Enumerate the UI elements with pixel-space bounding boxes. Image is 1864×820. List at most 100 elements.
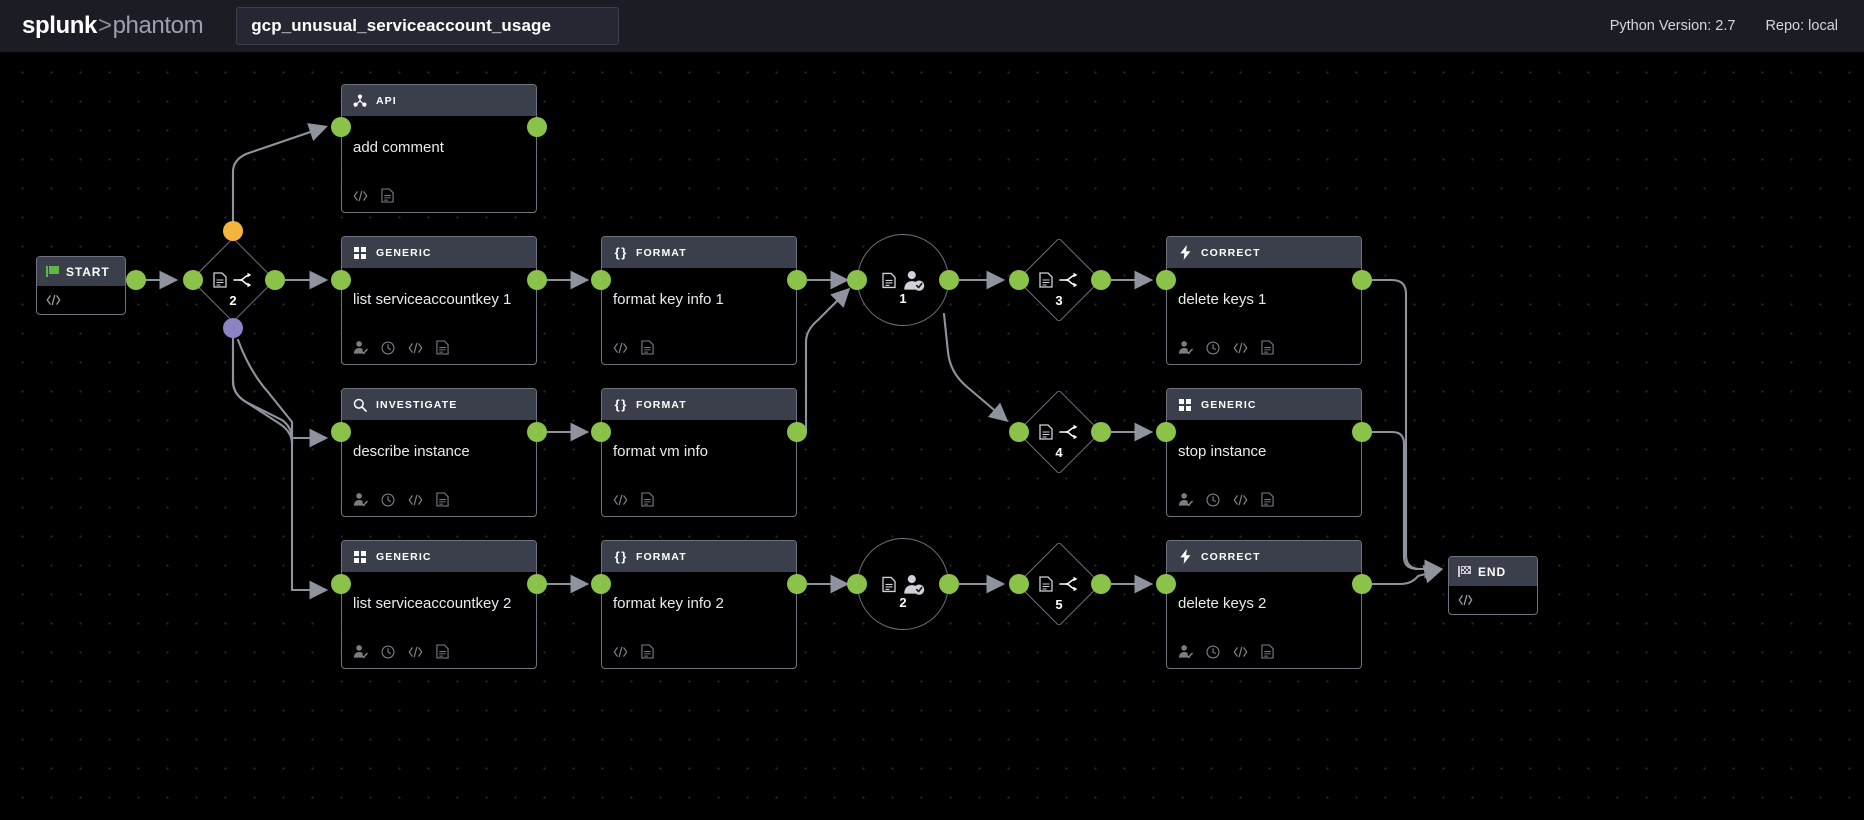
decision-node-2[interactable]: 2 [190, 237, 276, 323]
decision-node-5[interactable]: 5 [1016, 541, 1102, 627]
code-icon[interactable] [1233, 494, 1248, 506]
clock-icon[interactable] [381, 492, 395, 507]
playbook-canvas[interactable]: START [0, 52, 1864, 820]
brand-phantom: phantom [112, 12, 204, 39]
action-card-list-serviceaccountkey-2[interactable]: GENERIC list serviceaccountkey 2 [341, 540, 537, 669]
user-approve-icon[interactable] [1178, 644, 1193, 659]
bolt-icon [1178, 245, 1192, 260]
start-output-port[interactable] [126, 270, 146, 290]
add-comment-input-port[interactable] [331, 117, 351, 137]
action-card-format-vm-info[interactable]: { } FORMAT format vm info [601, 388, 797, 517]
note-icon[interactable] [1261, 644, 1274, 659]
format-key-info-1-output-port[interactable] [787, 270, 807, 290]
clock-icon[interactable] [1206, 492, 1220, 507]
action-card-format-key-info-1[interactable]: { } FORMAT format key info 1 [601, 236, 797, 365]
clock-icon[interactable] [1206, 644, 1220, 659]
add-comment-output-port[interactable] [527, 117, 547, 137]
prompt-1-input-port[interactable] [847, 270, 867, 290]
note-icon[interactable] [436, 492, 449, 507]
code-icon[interactable] [1233, 646, 1248, 658]
code-icon[interactable] [613, 342, 628, 354]
note-icon[interactable] [436, 644, 449, 659]
card-type-label: CORRECT [1201, 246, 1261, 259]
list-sa-key-2-output-port[interactable] [527, 574, 547, 594]
note-icon[interactable] [641, 340, 654, 355]
format-key-info-2-output-port[interactable] [787, 574, 807, 594]
action-card-format-key-info-2[interactable]: { } FORMAT format key info 2 [601, 540, 797, 669]
format-key-info-1-input-port[interactable] [591, 270, 611, 290]
prompt-2-output-port[interactable] [939, 574, 959, 594]
decision-4-port-left[interactable] [1009, 422, 1029, 442]
card-header: INVESTIGATE [342, 389, 536, 420]
end-node[interactable]: END [1448, 556, 1538, 615]
clock-icon[interactable] [381, 340, 395, 355]
action-card-delete-keys-2[interactable]: CORRECT delete keys 2 [1166, 540, 1362, 669]
note-icon[interactable] [1261, 340, 1274, 355]
describe-instance-input-port[interactable] [331, 422, 351, 442]
code-icon[interactable] [353, 190, 368, 202]
format-key-info-2-input-port[interactable] [591, 574, 611, 594]
note-icon[interactable] [381, 188, 394, 203]
list-sa-key-1-input-port[interactable] [331, 270, 351, 290]
delete-keys-2-input-port[interactable] [1156, 574, 1176, 594]
action-card-delete-keys-1[interactable]: CORRECT delete keys 1 [1166, 236, 1362, 365]
start-node[interactable]: START [36, 256, 126, 315]
clock-icon[interactable] [1206, 340, 1220, 355]
decision-5-port-left[interactable] [1009, 574, 1029, 594]
list-sa-key-1-output-port[interactable] [527, 270, 547, 290]
action-card-add-comment[interactable]: API add comment [341, 84, 537, 213]
prompt-node-2[interactable]: 2 [857, 538, 949, 630]
card-title: list serviceaccountkey 1 [353, 291, 512, 308]
code-icon [46, 294, 61, 306]
decision-2-port-bottom[interactable] [223, 318, 243, 338]
decision-2-port-top[interactable] [223, 221, 243, 241]
code-icon[interactable] [1233, 342, 1248, 354]
decision-3-port-right[interactable] [1091, 270, 1111, 290]
code-icon[interactable] [613, 646, 628, 658]
card-header: { } FORMAT [602, 541, 796, 572]
code-icon[interactable] [408, 494, 423, 506]
action-card-describe-instance[interactable]: INVESTIGATE describe instance [341, 388, 537, 517]
playbook-name-input[interactable]: gcp_unusual_serviceaccount_usage [236, 7, 620, 45]
format-vm-info-input-port[interactable] [591, 422, 611, 442]
user-approve-icon[interactable] [353, 492, 368, 507]
describe-instance-output-port[interactable] [527, 422, 547, 442]
decision-node-3[interactable]: 3 [1016, 237, 1102, 323]
prompt-node-1[interactable]: 1 [857, 234, 949, 326]
decision-2-port-right[interactable] [265, 270, 285, 290]
card-title: delete keys 1 [1178, 291, 1267, 308]
card-title: format key info 2 [613, 595, 724, 612]
start-node-header: START [37, 257, 125, 286]
card-type-label: GENERIC [376, 550, 432, 563]
action-card-list-serviceaccountkey-1[interactable]: GENERIC list serviceaccountkey 1 [341, 236, 537, 365]
user-approve-icon[interactable] [353, 340, 368, 355]
delete-keys-1-output-port[interactable] [1352, 270, 1372, 290]
stop-instance-input-port[interactable] [1156, 422, 1176, 442]
decision-4-port-right[interactable] [1091, 422, 1111, 442]
stop-instance-output-port[interactable] [1352, 422, 1372, 442]
code-icon[interactable] [408, 342, 423, 354]
prompt-1-output-port[interactable] [939, 270, 959, 290]
list-sa-key-2-input-port[interactable] [331, 574, 351, 594]
delete-keys-1-input-port[interactable] [1156, 270, 1176, 290]
decision-node-4[interactable]: 4 [1016, 389, 1102, 475]
card-type-label: GENERIC [376, 246, 432, 259]
user-approve-icon[interactable] [353, 644, 368, 659]
clock-icon[interactable] [381, 644, 395, 659]
decision-2-port-left[interactable] [183, 270, 203, 290]
code-icon[interactable] [408, 646, 423, 658]
delete-keys-2-output-port[interactable] [1352, 574, 1372, 594]
action-card-stop-instance[interactable]: GENERIC stop instance [1166, 388, 1362, 517]
decision-3-port-left[interactable] [1009, 270, 1029, 290]
decision-5-port-right[interactable] [1091, 574, 1111, 594]
user-approve-icon[interactable] [1178, 492, 1193, 507]
user-approve-icon[interactable] [1178, 340, 1193, 355]
note-icon[interactable] [641, 492, 654, 507]
code-icon[interactable] [613, 494, 628, 506]
note-icon[interactable] [436, 340, 449, 355]
format-vm-info-output-port[interactable] [787, 422, 807, 442]
card-footer [602, 635, 796, 668]
note-icon[interactable] [641, 644, 654, 659]
note-icon[interactable] [1261, 492, 1274, 507]
prompt-2-input-port[interactable] [847, 574, 867, 594]
